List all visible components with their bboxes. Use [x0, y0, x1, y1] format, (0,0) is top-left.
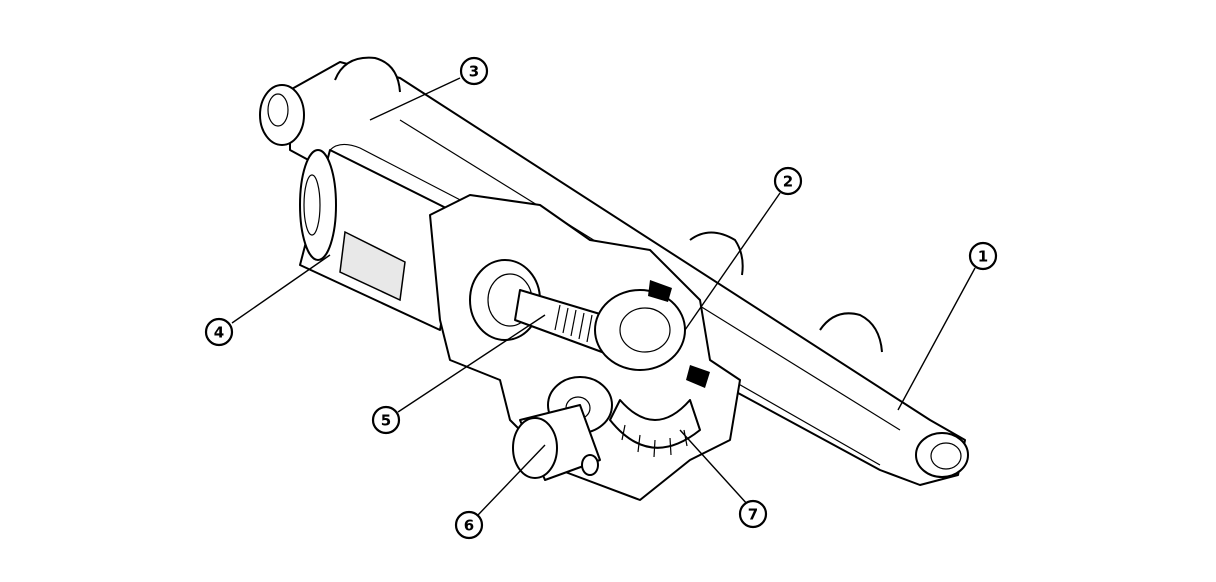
leader-1 — [897, 267, 976, 411]
worm-gear-teeth — [554, 304, 593, 343]
callout-3: 3 — [459, 56, 489, 86]
callout-4: 4 — [204, 317, 234, 347]
callout-5: 5 — [371, 405, 401, 435]
callout-7: 7 — [738, 499, 768, 529]
leader-lines — [231, 77, 976, 516]
leader-4 — [231, 254, 331, 324]
leader-2 — [684, 192, 781, 331]
callout-7-label: 7 — [748, 506, 758, 524]
leader-6 — [477, 444, 546, 516]
leader-5 — [397, 314, 546, 413]
callout-1: 1 — [968, 241, 998, 271]
callout-1-label: 1 — [978, 248, 988, 266]
electric-motor — [299, 143, 471, 331]
callout-6: 6 — [454, 510, 484, 540]
callout-6-label: 6 — [464, 517, 474, 535]
leader-3 — [369, 77, 461, 121]
callout-3-label: 3 — [469, 63, 479, 81]
callout-2-label: 2 — [783, 173, 793, 191]
bevel-gear-teeth — [621, 424, 688, 458]
callout-4-label: 4 — [214, 324, 224, 342]
callout-2: 2 — [773, 166, 803, 196]
callout-5-label: 5 — [381, 412, 391, 430]
torque-sensor — [512, 404, 601, 481]
leader-7 — [679, 429, 749, 506]
